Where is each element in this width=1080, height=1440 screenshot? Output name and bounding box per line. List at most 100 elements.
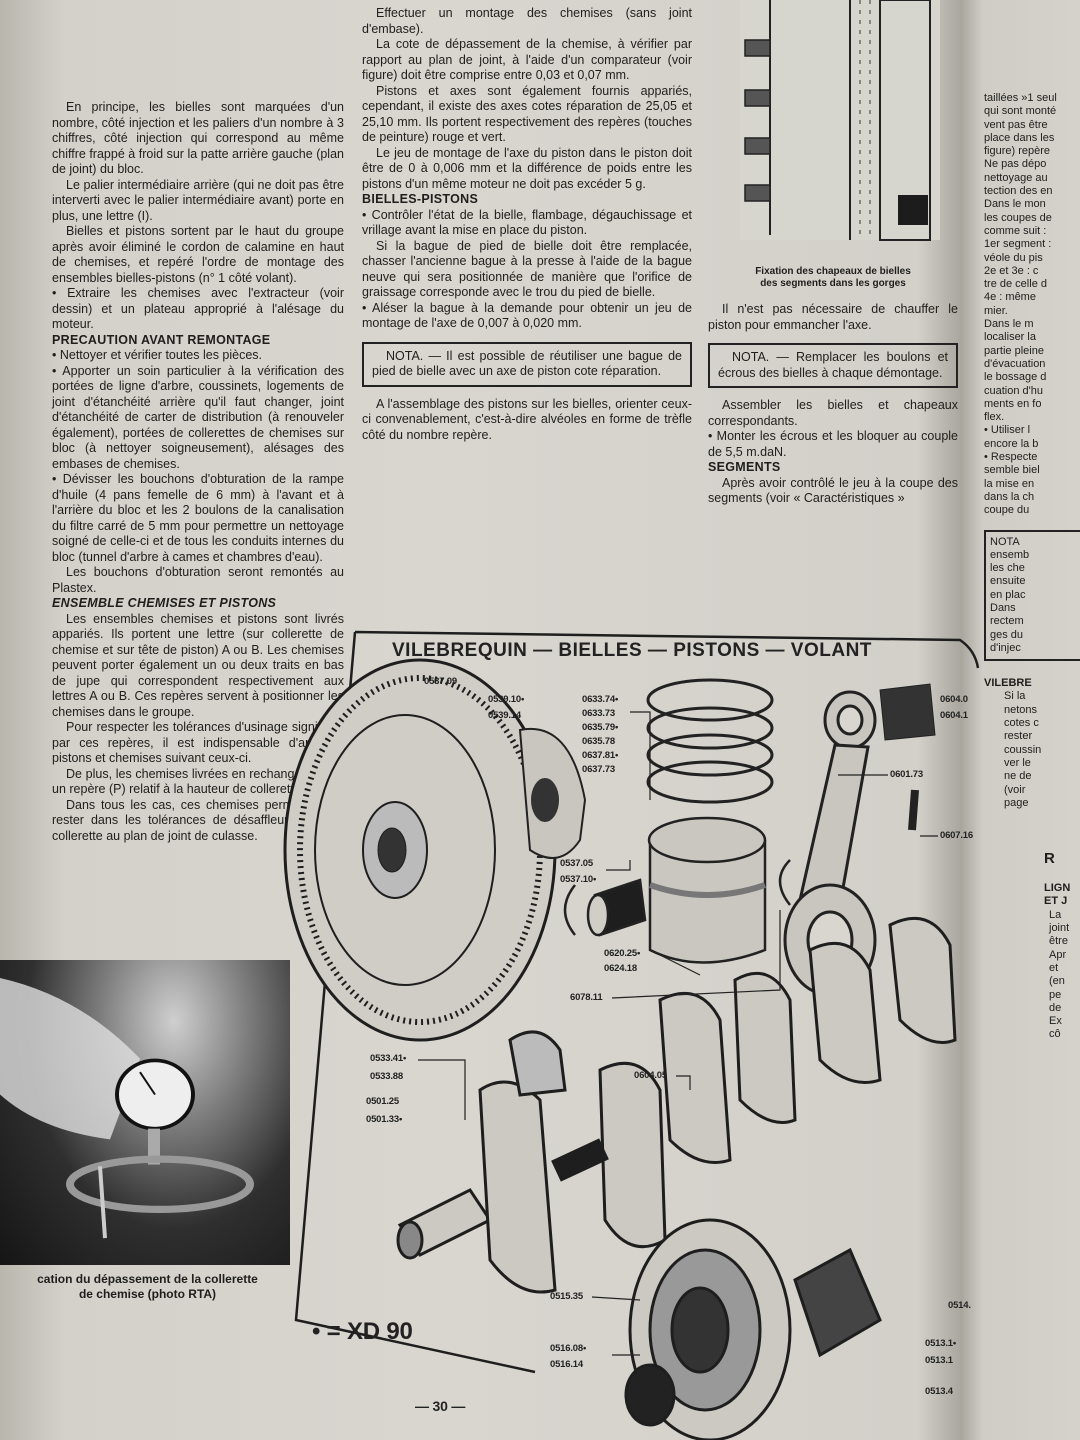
paragraph: Le jeu de montage de l'axe du piston dan… — [362, 145, 692, 191]
paragraph: De plus, les chemises livrées en rechang… — [52, 766, 344, 797]
part-label: 0633.74• — [582, 694, 619, 705]
text-line: mier. — [984, 304, 1008, 317]
text-line: ensuite — [990, 575, 1026, 588]
text-line: Ex — [1049, 1015, 1062, 1028]
text-line: nettoyage au — [984, 171, 1048, 184]
text-line: La — [1049, 908, 1062, 921]
text-line: 1er segment : — [984, 238, 1052, 251]
section-heading: SEGMENTS — [708, 460, 781, 474]
part-label: 0516.08• — [550, 1343, 587, 1354]
text-line: NOTA — [990, 535, 1020, 548]
text-line: LIGN — [1044, 882, 1071, 895]
text-line: d'évacuation — [984, 357, 1046, 370]
paragraph: Le palier intermédiaire arrière (qui ne … — [52, 177, 344, 223]
paragraph: Si la bague de pied de bielle doit être … — [362, 238, 692, 300]
paragraph: • Aléser la bague à la demande pour obte… — [362, 300, 692, 331]
part-label: 0537.09 — [424, 676, 457, 687]
part-label: 0635.78 — [582, 736, 615, 747]
text-line: taillées »1 seul — [984, 92, 1057, 104]
text-line: ver le — [1004, 756, 1031, 769]
text-line: Dans le mon — [984, 198, 1046, 211]
text-line: d'injec — [990, 641, 1021, 654]
text-line: netons — [1004, 703, 1038, 716]
middle-column: Effectuer un montage des chemises (sans … — [362, 6, 692, 443]
piston-pin — [563, 859, 791, 937]
text-line: Dans — [990, 601, 1016, 614]
part-label: 0501.33• — [366, 1114, 403, 1125]
section-heading: PRECAUTION AVANT REMONTAGE — [52, 332, 271, 347]
text-line: le bossage d — [984, 371, 1047, 384]
text-line: tre de celle d — [984, 278, 1047, 291]
part-label: 0601.73 — [890, 769, 923, 780]
page-number: — 30 — — [415, 1398, 466, 1414]
text-line: comme suit : — [984, 224, 1047, 237]
text-line: les coupes de — [984, 211, 1052, 224]
left-column: En principe, les bielles sont marquées d… — [52, 100, 344, 844]
bielles-pistons-section: BIELLES-PISTONS • Contrôler l'état de la… — [362, 192, 692, 443]
text-line: localiser la — [984, 331, 1036, 344]
paragraph: Après avoir contrôlé le jeu à la coupe d… — [708, 475, 958, 506]
part-label: 0539.10• — [488, 694, 525, 705]
part-label: 0516.14 — [550, 1359, 583, 1370]
part-label: 0514. — [948, 1300, 971, 1311]
crank-pulley — [624, 1218, 882, 1440]
part-label: 0515.35 — [550, 1291, 583, 1302]
part-label: 0604.05 — [634, 1070, 667, 1081]
paragraph: Bielles et pistons sortent par le haut d… — [52, 224, 344, 285]
paragraph: • Apporter un soin particulier à la véri… — [52, 363, 344, 471]
text-line: place dans les — [984, 131, 1055, 144]
text-line: figure) repère — [984, 145, 1051, 158]
part-label: 0624.18 — [604, 963, 637, 974]
part-label: 0633.73 — [582, 708, 615, 719]
text-line: joint — [1049, 922, 1070, 935]
paragraph: • Monter les écrous et les bloquer au co… — [708, 429, 958, 459]
text-line: véole du pis — [984, 251, 1043, 264]
text-line: dans la ch — [984, 490, 1035, 503]
paragraph: Les ensembles chemises et pistons sont l… — [52, 611, 344, 719]
paragraph: • Nettoyer et vérifier toutes les pièces… — [52, 348, 263, 362]
paragraph: En principe, les bielles sont marquées d… — [52, 100, 344, 176]
paragraph: Il n'est pas nécessaire de chauffer le p… — [708, 302, 958, 332]
part-label: 0513.1• — [925, 1338, 956, 1349]
text-line: les che — [990, 562, 1025, 575]
text-line: (en — [1049, 975, 1065, 988]
diagram-title: VILEBREQUIN — BIELLES — PISTONS — VOLANT — [392, 640, 872, 661]
text-line: semble biel — [984, 464, 1040, 477]
paragraph: Effectuer un montage des chemises (sans … — [362, 6, 692, 36]
text-line: rectem — [990, 615, 1024, 628]
part-label: 0533.41• — [370, 1053, 407, 1064]
part-label: 0604.0 — [940, 694, 968, 705]
text-line: encore la b — [984, 437, 1039, 450]
section-heading: ENSEMBLE CHEMISES ET PISTONS — [52, 596, 277, 610]
text-line: Apr — [1049, 948, 1067, 961]
part-label: 0620.25• — [604, 948, 641, 959]
part-label: 0537.10• — [560, 874, 597, 885]
rod-bolt — [908, 789, 919, 831]
text-line: en plac — [990, 588, 1026, 601]
text-line: cô — [1049, 1028, 1061, 1041]
text-line: ges du — [990, 628, 1024, 641]
section-heading: BIELLES-PISTONS — [362, 192, 479, 206]
text-line: 2e et 3e : c — [984, 264, 1039, 277]
paragraph: • Contrôler l'état de la bielle, flambag… — [362, 207, 692, 238]
part-label: 0537.05 — [560, 858, 593, 869]
paragraph: Assembler les bielles et chapeaux corres… — [708, 398, 958, 428]
text-line: vent pas être — [984, 118, 1048, 131]
nota-text: NOTA. — Il est possible de réutiliser un… — [372, 348, 682, 379]
text-line: R — [1044, 850, 1055, 868]
text-line: page — [1004, 796, 1029, 809]
part-label: 0637.81• — [582, 750, 619, 761]
text-line: la mise en — [984, 477, 1035, 490]
bearing-shell — [879, 683, 936, 741]
precaution-section: PRECAUTION AVANT REMONTAGE • Nettoyer et… — [52, 333, 344, 597]
nota-box: NOTA. — Il est possible de réutiliser un… — [362, 341, 692, 387]
text-line: (voir — [1004, 783, 1026, 796]
paragraph: • Extraire les chemises avec l'extracteu… — [52, 286, 344, 331]
text-line: de — [1049, 1001, 1062, 1014]
piston-rings — [646, 678, 774, 804]
nota-box: NOTA. — Remplacer les boulons et écrous … — [708, 343, 958, 388]
paragraph: Pour respecter les tolérances d'usinage … — [52, 720, 344, 765]
